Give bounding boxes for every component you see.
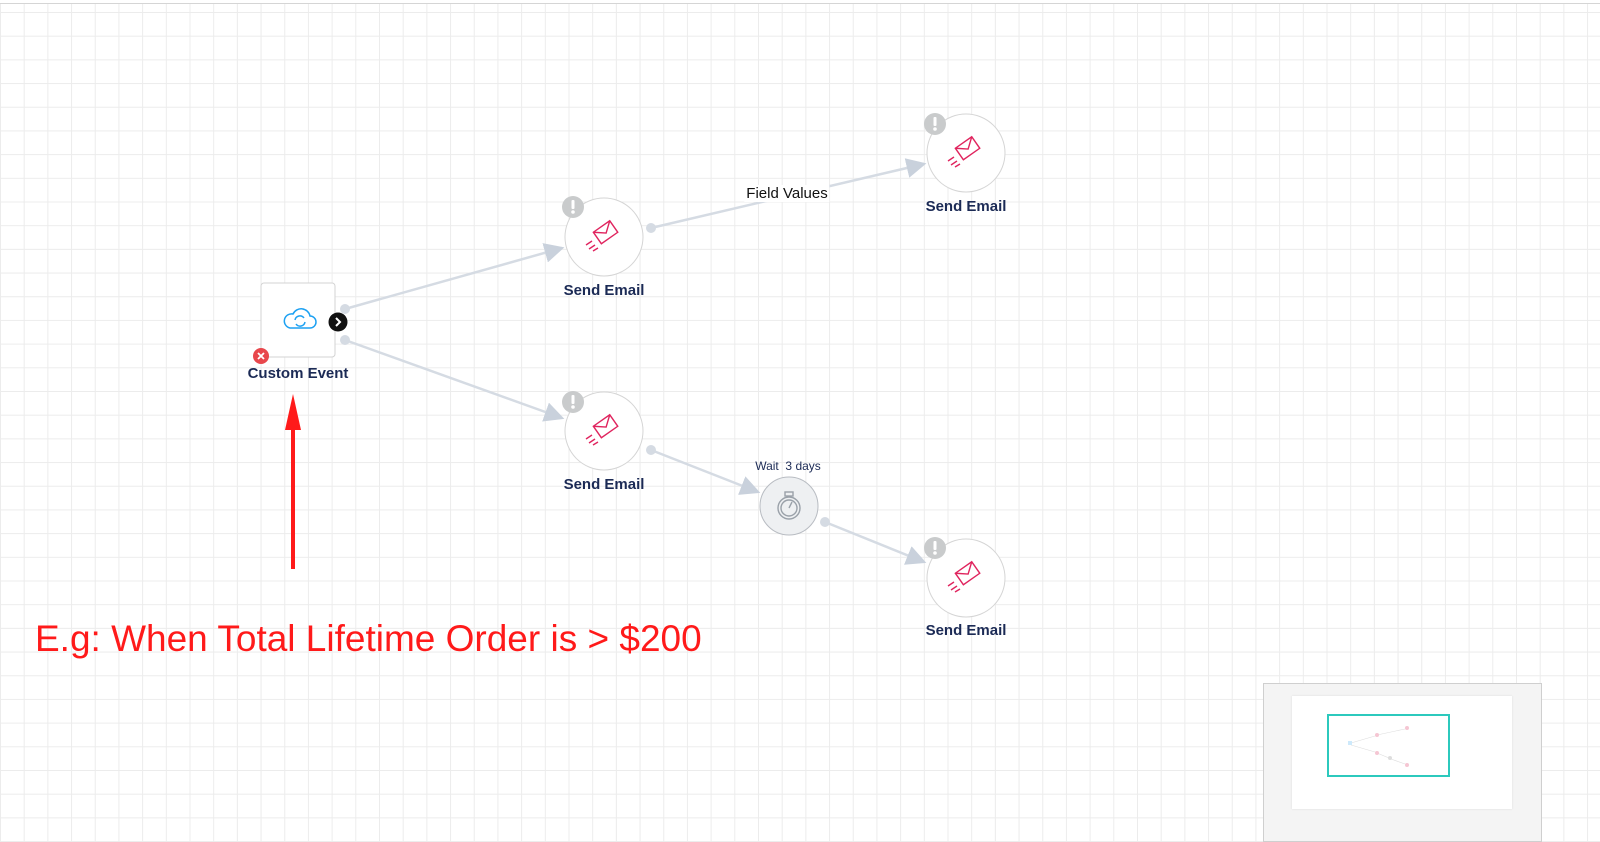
custom-event-label: Custom Event (247, 365, 349, 382)
wait-label: Wait 3 days (755, 459, 821, 473)
edge-wait-to-email-bottom-right[interactable] (824, 520, 927, 565)
minimap-preview (1348, 726, 1409, 767)
minimap[interactable] (1263, 683, 1542, 842)
send-email-label: Send Email (563, 282, 645, 299)
minimap-page (1292, 696, 1512, 809)
send-email-label: Send Email (925, 198, 1007, 215)
edge-email-bottom-to-wait[interactable] (650, 448, 761, 495)
warning-icon (562, 391, 584, 413)
custom-event-node[interactable] (253, 282, 348, 364)
send-email-node-top-right[interactable] (924, 113, 1006, 193)
annotation-text: E.g: When Total Lifetime Order is > $200 (35, 618, 702, 659)
chevron-right-icon[interactable] (328, 312, 348, 332)
wait-node[interactable] (759, 476, 819, 536)
send-email-node-bottom-right[interactable] (924, 537, 1006, 618)
send-email-node-bottom[interactable] (562, 391, 644, 471)
warning-icon (924, 113, 946, 135)
edge-trigger-to-email-top[interactable] (344, 243, 565, 311)
send-email-label: Send Email (925, 622, 1007, 639)
warning-icon (924, 537, 946, 559)
output-ports[interactable] (340, 223, 830, 527)
minimap-viewport[interactable] (1327, 714, 1450, 777)
send-email-label: Send Email (563, 476, 645, 493)
edge-trigger-to-email-bottom[interactable] (344, 338, 565, 422)
error-icon[interactable] (253, 348, 269, 364)
top-border (0, 0, 1600, 4)
cloud-sync-icon (283, 308, 317, 329)
send-email-node-top[interactable] (562, 196, 644, 277)
annotation-arrow (285, 394, 301, 569)
edge-label-field-values[interactable]: Field Values (744, 185, 830, 202)
stopwatch-icon (777, 491, 801, 520)
warning-icon (562, 196, 584, 218)
